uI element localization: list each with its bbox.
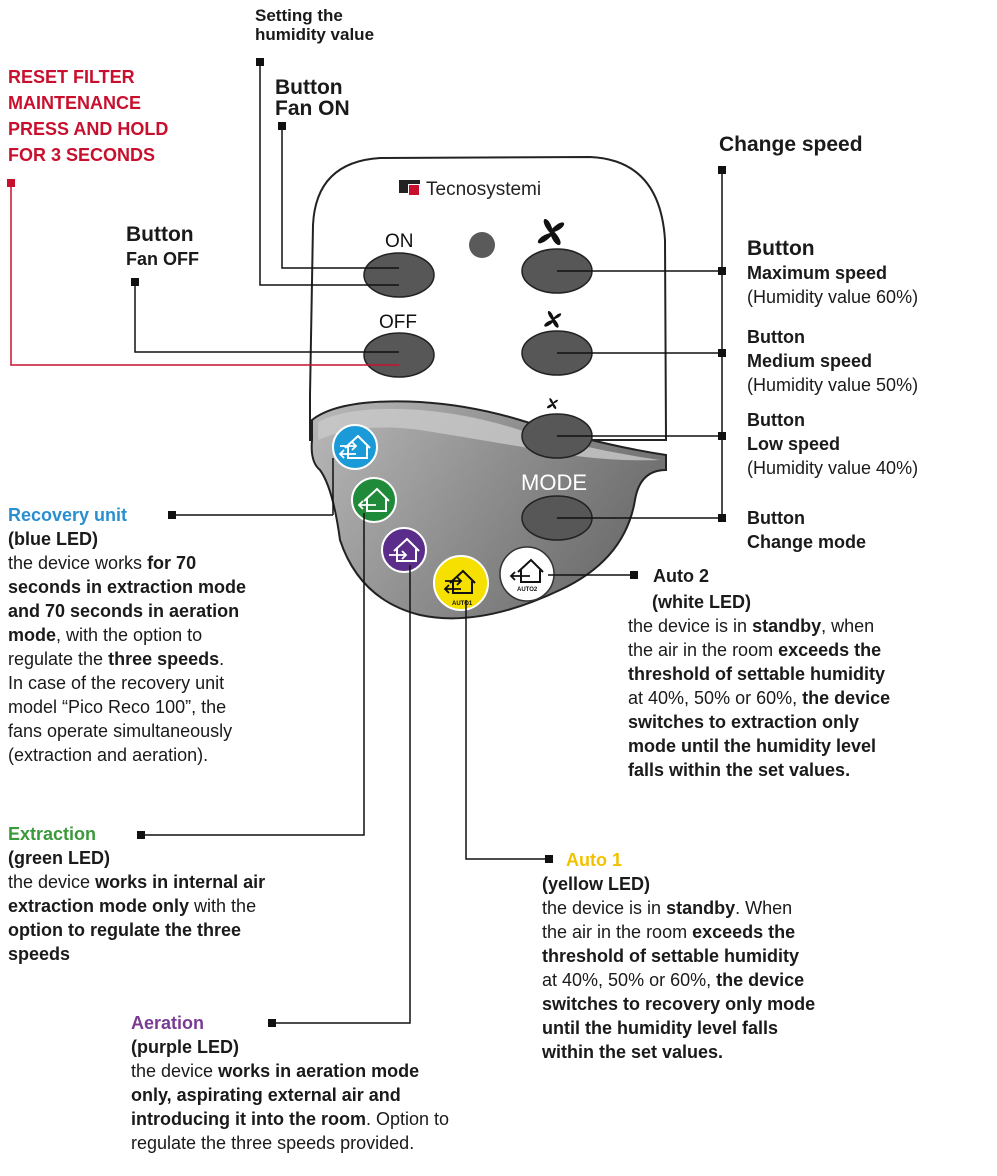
sensor-dot <box>469 232 495 258</box>
auto1-description: Auto 1 (yellow LED) the device is in sta… <box>542 848 902 1064</box>
recovery-house-icon <box>332 424 378 470</box>
auto2-house-icon <box>499 546 555 602</box>
mode-label: MODE <box>521 470 587 495</box>
auto1-led-label: AUTO1 <box>452 601 473 607</box>
low-speed-label: Button Low speed (Humidity value 40%) <box>747 410 919 478</box>
auto1-title: Auto 1 <box>566 850 622 870</box>
max-speed-label: Button Maximum speed (Humidity value 60%… <box>747 237 919 307</box>
recovery-unit-description: Recovery unit (blue LED) the device work… <box>8 503 328 767</box>
tecnosystemi-logo-icon <box>399 180 420 195</box>
aeration-description: Aeration (purple LED) the device works i… <box>131 1011 531 1155</box>
recovery-title: Recovery unit <box>8 505 128 525</box>
off-button[interactable] <box>363 332 435 378</box>
reset-endpoint <box>7 179 15 187</box>
on-label: ON <box>385 231 414 252</box>
brand-label: Tecnosystemi <box>426 179 541 200</box>
fan-off-label: Button Fan OFF <box>126 223 199 269</box>
fan-medium-icon <box>544 310 562 328</box>
fan-on-label: Button Fan ON <box>275 76 350 120</box>
extraction-title: Extraction <box>8 824 97 844</box>
extraction-house-icon <box>351 477 397 523</box>
auto1-house-icon <box>433 555 489 611</box>
reset-leader-line <box>10 183 399 366</box>
leader-lines <box>134 62 723 1024</box>
reset-filter-label: RESET FILTER MAINTENANCE PRESS AND HOLD … <box>8 67 169 165</box>
on-button[interactable] <box>363 252 435 298</box>
auto2-title: Auto 2 <box>653 566 709 586</box>
off-label: OFF <box>379 312 417 333</box>
change-mode-label: Button Change mode <box>747 508 867 552</box>
leader-endpoints <box>131 58 726 1027</box>
extraction-description: Extraction (green LED) the device works … <box>8 822 348 966</box>
fan-large-icon <box>537 219 565 246</box>
medium-speed-label: Button Medium speed (Humidity value 50%) <box>747 327 919 395</box>
auto2-description: Auto 2 (white LED) the device is in stan… <box>628 564 988 782</box>
humidity-setting-label: Setting the humidity value <box>255 6 375 44</box>
aeration-house-icon <box>381 527 427 573</box>
fan-small-icon <box>547 398 558 410</box>
auto2-led-label: AUTO2 <box>517 587 538 593</box>
aeration-title: Aeration <box>131 1013 205 1033</box>
change-speed-label: Change speed <box>719 133 863 156</box>
